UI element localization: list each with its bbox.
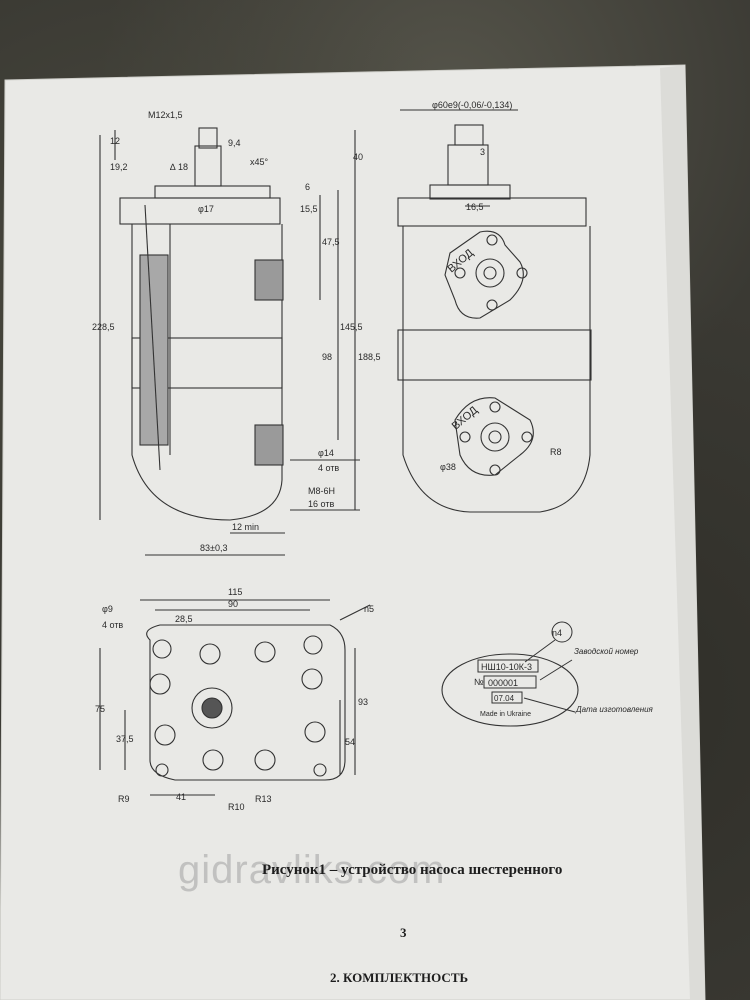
- figure-caption: Рисунок1 – устройство насоса шестеренног…: [262, 862, 563, 878]
- svg-text:16 отв: 16 отв: [308, 499, 334, 509]
- svg-text:83±0,3: 83±0,3: [200, 543, 227, 553]
- svg-text:НШ10-10К-3: НШ10-10К-3: [481, 662, 532, 672]
- factory-number-label: Заводской номер: [574, 647, 639, 656]
- svg-text:х45°: х45°: [250, 157, 269, 167]
- svg-text:12: 12: [110, 136, 120, 146]
- svg-text:4 отв: 4 отв: [102, 620, 123, 630]
- svg-text:12 min: 12 min: [232, 522, 259, 532]
- bottom-view-labels: 115 90 28,5 φ9 4 отв 75 37,5 93 54 R9 41…: [95, 587, 374, 812]
- svg-text:φ38: φ38: [440, 462, 456, 472]
- svg-text:№: №: [474, 677, 484, 687]
- svg-text:115: 115: [228, 587, 242, 597]
- svg-text:R9: R9: [118, 794, 130, 804]
- side-view-dimension-labels: M12x1,5 12 19,2 ∆ 18 9,4 х45° 40 6 15,5 …: [92, 110, 381, 553]
- svg-text:15,5: 15,5: [300, 204, 318, 214]
- svg-text:∆ 18: ∆ 18: [170, 162, 188, 172]
- manufacture-date-label: Дата изготовления: [575, 705, 654, 714]
- svg-text:16,5: 16,5: [466, 202, 484, 212]
- page-number: 3: [400, 925, 407, 940]
- svg-text:145,5: 145,5: [340, 322, 363, 332]
- svg-text:41: 41: [176, 792, 186, 802]
- svg-text:φ60е9(-0,06/-0,134): φ60е9(-0,06/-0,134): [432, 100, 512, 110]
- svg-text:R13: R13: [255, 794, 272, 804]
- front-view: [397, 109, 592, 513]
- svg-text:n4: n4: [552, 628, 562, 638]
- bottom-flange-view: [99, 599, 371, 796]
- svg-text:228,5: 228,5: [92, 322, 115, 332]
- nameplate: НШ10-10К-3 № 000001 07.04 Made in Ukrain…: [441, 621, 654, 727]
- svg-text:6: 6: [305, 182, 310, 192]
- svg-text:37,5: 37,5: [116, 734, 134, 744]
- svg-text:Made in Ukraine: Made in Ukraine: [480, 711, 531, 718]
- svg-text:9,4: 9,4: [228, 138, 241, 148]
- svg-text:000001: 000001: [488, 678, 518, 688]
- svg-text:98: 98: [322, 352, 332, 362]
- svg-text:φ9: φ9: [102, 604, 113, 614]
- svg-text:4 отв: 4 отв: [318, 463, 339, 473]
- svg-text:90: 90: [228, 599, 238, 609]
- svg-text:07.04: 07.04: [494, 694, 515, 703]
- svg-text:3: 3: [480, 147, 485, 157]
- svg-text:28,5: 28,5: [175, 614, 193, 624]
- svg-text:M8-6H: M8-6H: [308, 486, 335, 496]
- svg-text:R10: R10: [228, 802, 245, 812]
- svg-text:188,5: 188,5: [358, 352, 381, 362]
- svg-text:47,5: 47,5: [322, 237, 340, 247]
- svg-text:n5: n5: [364, 604, 374, 614]
- watermark: gidravliks.com: [178, 848, 446, 892]
- svg-text:54: 54: [345, 737, 355, 747]
- svg-text:40: 40: [353, 152, 363, 162]
- side-section-view: [99, 127, 360, 556]
- svg-text:19,2: 19,2: [110, 162, 128, 172]
- svg-text:φ17: φ17: [198, 204, 214, 214]
- svg-text:93: 93: [358, 697, 368, 707]
- svg-text:75: 75: [95, 704, 105, 714]
- svg-text:φ14: φ14: [318, 448, 334, 458]
- section-heading: 2. КОМПЛЕКТНОСТЬ: [330, 970, 469, 985]
- svg-text:R8: R8: [550, 447, 562, 457]
- svg-text:M12x1,5: M12x1,5: [148, 110, 183, 120]
